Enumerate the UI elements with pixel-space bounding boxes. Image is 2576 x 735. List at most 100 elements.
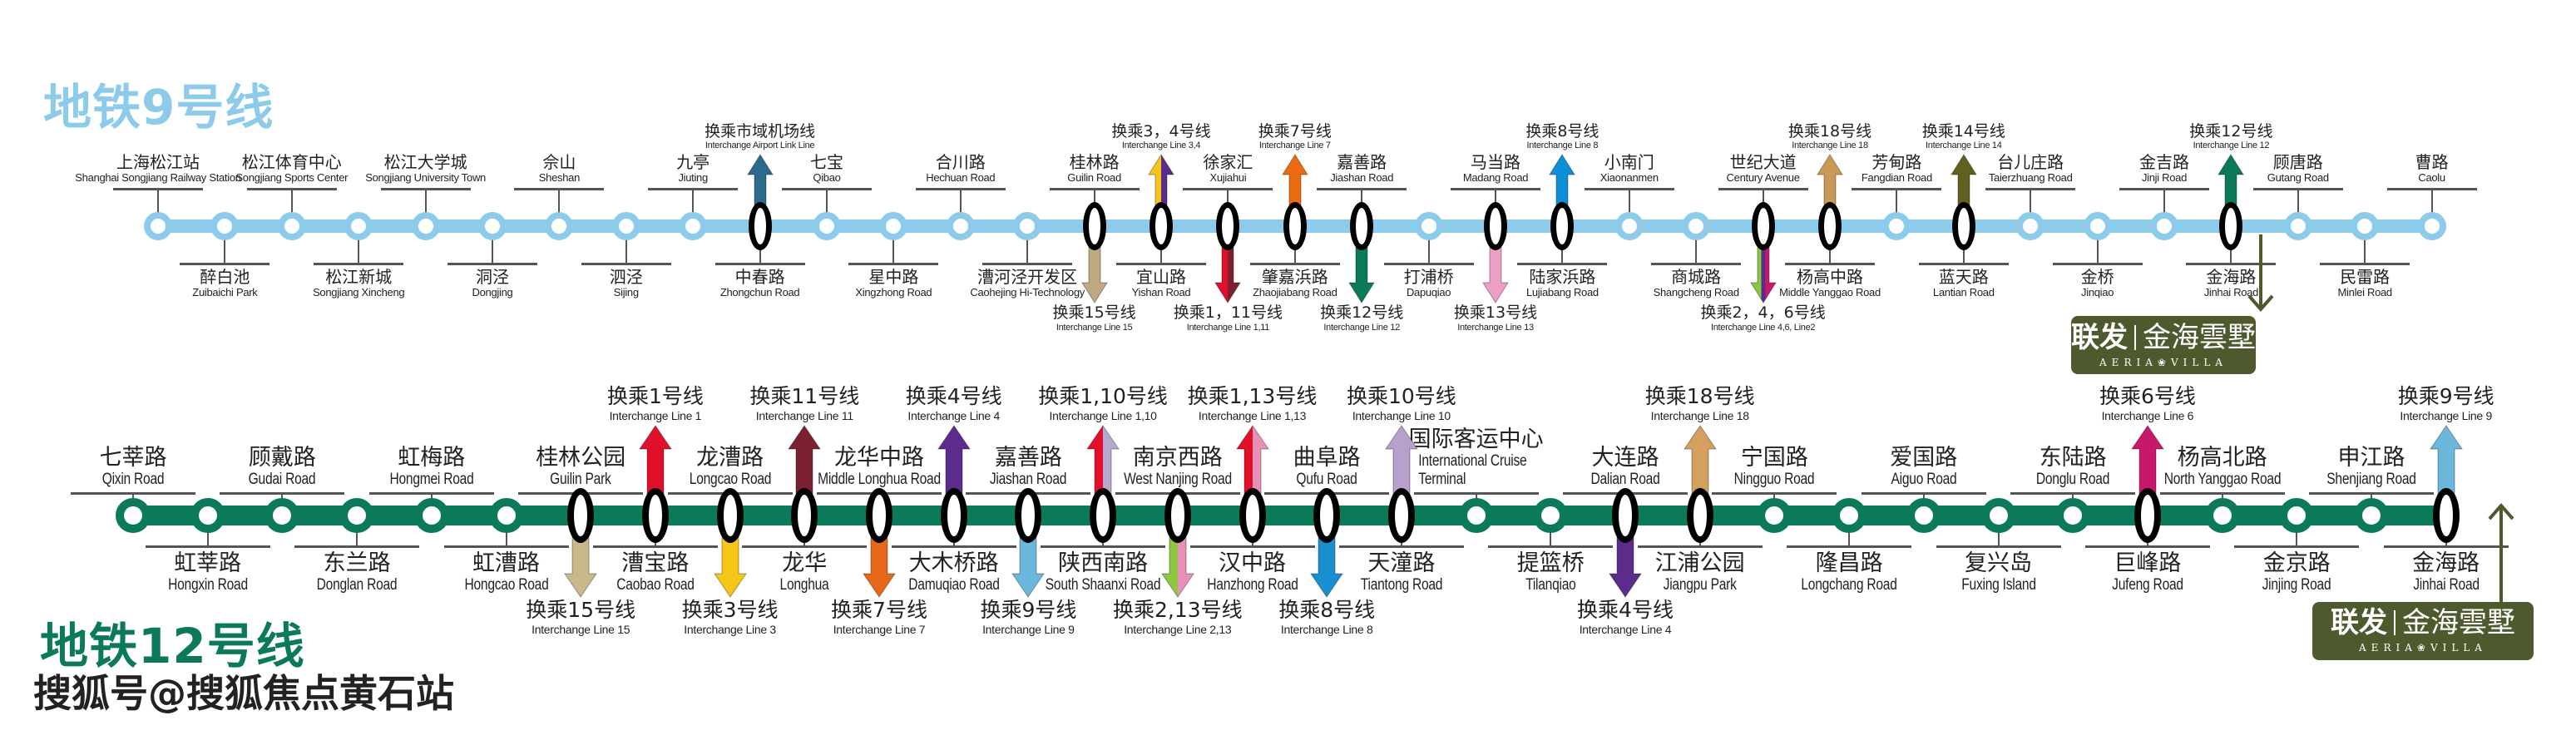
station-marker[interactable] (2283, 212, 2312, 240)
interchange-station-marker[interactable] (1550, 202, 1575, 250)
interchange-station-marker[interactable] (1283, 202, 1307, 250)
interchange-station-marker[interactable] (1686, 488, 1713, 543)
station-marker[interactable] (210, 212, 240, 240)
interchange-station-marker[interactable] (716, 488, 744, 543)
station-marker[interactable] (144, 212, 172, 240)
station-marker[interactable] (1533, 498, 1569, 533)
station-marker[interactable] (879, 212, 908, 240)
interchange-station-marker[interactable] (866, 488, 892, 543)
station-marker[interactable] (1013, 212, 1042, 240)
station-marker[interactable] (1414, 212, 1443, 240)
station-marker[interactable] (1614, 212, 1644, 240)
interchange-station-marker[interactable] (1387, 488, 1415, 543)
station-marker[interactable] (679, 212, 708, 240)
station-marker[interactable] (488, 498, 524, 533)
station-marker[interactable] (2417, 212, 2446, 240)
station-marker[interactable] (265, 498, 300, 533)
interchange-station-marker[interactable] (1484, 202, 1507, 250)
station-marker[interactable] (946, 212, 975, 240)
interchange-station-marker[interactable] (1239, 488, 1266, 543)
station-marker[interactable] (411, 212, 440, 240)
station-marker[interactable] (413, 498, 449, 533)
interchange-station-marker[interactable] (2432, 488, 2460, 543)
interchange-station-marker[interactable] (1612, 488, 1639, 543)
station-marker[interactable] (1882, 212, 1911, 240)
interchange-station-marker[interactable] (567, 488, 595, 543)
interchange-station-marker[interactable] (1015, 488, 1042, 543)
interchange-station-marker[interactable] (1082, 202, 1106, 250)
station-marker[interactable] (1980, 498, 2016, 533)
station-marker[interactable] (813, 212, 841, 240)
interchange-station-marker[interactable] (1751, 202, 1775, 250)
station-marker[interactable] (2016, 212, 2045, 240)
interchange-station-marker[interactable] (1951, 202, 1975, 250)
interchange-station-marker[interactable] (748, 202, 772, 250)
station-marker[interactable] (2351, 212, 2380, 240)
station-marker[interactable] (277, 212, 306, 240)
interchange-station-marker[interactable] (1350, 202, 1374, 250)
station-marker[interactable] (2204, 498, 2240, 533)
interchange-station-marker[interactable] (791, 488, 818, 543)
interchange-station-marker[interactable] (1090, 488, 1117, 543)
station-marker[interactable] (2055, 498, 2091, 533)
interchange-station-marker[interactable] (2219, 202, 2243, 250)
interchange-station-marker[interactable] (641, 488, 669, 543)
station-marker[interactable] (339, 498, 375, 533)
station-marker[interactable] (1906, 498, 1941, 533)
station-marker[interactable] (344, 212, 373, 240)
station-marker[interactable] (478, 212, 507, 240)
station-marker[interactable] (1832, 498, 1867, 533)
station-marker[interactable] (545, 212, 574, 240)
station-marker[interactable] (116, 498, 151, 533)
